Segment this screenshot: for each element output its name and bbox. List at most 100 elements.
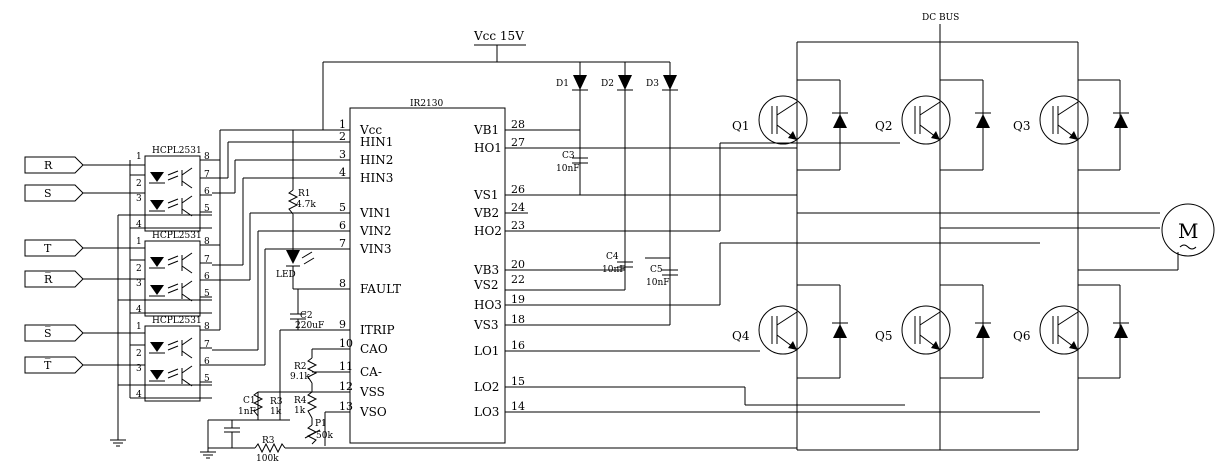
r3-ref: R3 (270, 397, 283, 407)
driver-pin-number: 14 (511, 400, 525, 413)
freewheel-diode-icon (1114, 114, 1128, 128)
input-flag (24, 324, 84, 342)
igbt-label: Q3 (1013, 119, 1030, 133)
opto-transistor-collector (181, 337, 193, 346)
igbt-collector (1057, 311, 1079, 326)
driver-pin-label: HO1 (474, 141, 502, 155)
igbt-label: Q6 (1013, 329, 1030, 343)
resistor-r3: R3 1k (252, 391, 283, 417)
driver-pin-label: HO2 (474, 224, 502, 238)
driver-pin-label: ITRIP (360, 323, 395, 337)
opto-pin-number: 3 (136, 194, 142, 204)
motor-label: M (1178, 219, 1198, 243)
p1-ref: P1 (315, 419, 327, 429)
igbt-body (901, 95, 951, 145)
driver-pin-number: 6 (339, 219, 346, 232)
driver-pin-label: VIN3 (359, 242, 392, 256)
vcc-label: Vcc 15V (473, 29, 524, 43)
r4-value: 1k (294, 406, 306, 416)
opto-pin-number: 1 (136, 322, 142, 332)
input-flag-label: S̅ (44, 326, 52, 340)
p1-value: 50k (316, 431, 333, 441)
input-flag-label: T̅ (44, 358, 52, 372)
opto-transistor-collector (181, 252, 193, 261)
input-flag-label: T (44, 242, 52, 255)
freewheel-diode-icon (976, 324, 990, 338)
opto-transistor-emitter (181, 350, 193, 359)
opto-pin-number: 7 (204, 170, 210, 180)
resistor-r3b: R3 100k (254, 436, 286, 464)
c2-value: 220uF (295, 321, 324, 331)
driver-pin-number: 4 (339, 166, 346, 179)
driver-name: IR2130 (410, 99, 444, 109)
driver-pin-label: VIN2 (359, 224, 392, 238)
capacitor-c3: C3 10nF (556, 151, 588, 174)
opto-pin-number: 8 (204, 237, 210, 247)
c4-value: 10nF (602, 265, 626, 275)
input-flag (24, 184, 84, 202)
c5-value: 10nF (646, 278, 670, 288)
opto-pin-number: 5 (204, 204, 210, 214)
c5-ref: C5 (650, 265, 663, 275)
igbt-body (758, 305, 808, 355)
opto-light-arrow (167, 203, 179, 209)
resistor-r2: R2 9.1k (290, 357, 318, 384)
opto-pin-number: 4 (136, 220, 142, 230)
opto-transistor-collector (181, 365, 193, 374)
diode-d1: D1 (556, 75, 588, 91)
capacitor-c5: C5 10nF (645, 257, 678, 288)
driver-pin-label: VB1 (473, 123, 499, 137)
opto-light-arrow (167, 175, 179, 181)
motor: M (1161, 203, 1215, 257)
driver-pin-number: 9 (339, 318, 346, 331)
c1-ref: C1 (243, 396, 256, 406)
driver-pin-number: 16 (511, 339, 525, 352)
r2-ref: R2 (294, 362, 307, 372)
capacitor-c4: C4 10nF (602, 252, 633, 275)
igbt-arrow-icon (1069, 131, 1078, 140)
igbt-2: Q2 (875, 95, 991, 145)
driver-pin-number: 15 (511, 375, 525, 388)
opto-pin-number: 2 (136, 179, 142, 189)
opto-pin-number: 7 (204, 340, 210, 350)
input-flag (24, 239, 84, 257)
igbt-arrow-icon (788, 131, 797, 140)
igbt-arrow-icon (931, 341, 940, 350)
freewheel-diode-icon (1114, 324, 1128, 338)
driver-pin-number: 10 (339, 337, 353, 350)
igbt-body (1039, 95, 1089, 145)
led-label: LED (276, 270, 296, 280)
opto-pin-number: 1 (136, 152, 142, 162)
r3-value: 1k (270, 407, 282, 417)
resistor-r4: R4 1k (294, 391, 318, 419)
opto-light-arrow (167, 368, 179, 374)
driver-pin-label: HIN2 (360, 153, 393, 167)
input-flag (24, 156, 84, 174)
driver-pin-number: 2 (339, 130, 346, 143)
igbt-collector (776, 101, 798, 116)
opto-pin-number: 5 (204, 289, 210, 299)
driver-pin-label: HIN3 (360, 171, 393, 185)
driver-pin-label: VS1 (473, 188, 499, 202)
igbt-label: Q2 (875, 119, 892, 133)
igbt-arrow-icon (788, 341, 797, 350)
r2-value: 9.1k (290, 372, 310, 382)
opto-light-arrow (167, 283, 179, 289)
opto-led-icon (150, 172, 164, 182)
driver-pin-number: 8 (339, 277, 346, 290)
opto-pin-number: 6 (204, 272, 210, 282)
fault-led: LED (276, 250, 315, 280)
opto-pin-number: 6 (204, 187, 210, 197)
opto-transistor-emitter (181, 293, 193, 302)
opto-light-arrow (167, 255, 179, 261)
driver-pin-label: VB3 (473, 263, 499, 277)
igbt-4: Q4 (732, 305, 848, 355)
opto-body (144, 240, 201, 317)
opto-name: HCPL2531 (152, 146, 202, 156)
opto-body (144, 325, 201, 402)
opto-pin-number: 4 (136, 305, 142, 315)
igbt-collector (776, 311, 798, 326)
igbt-body (1039, 305, 1089, 355)
